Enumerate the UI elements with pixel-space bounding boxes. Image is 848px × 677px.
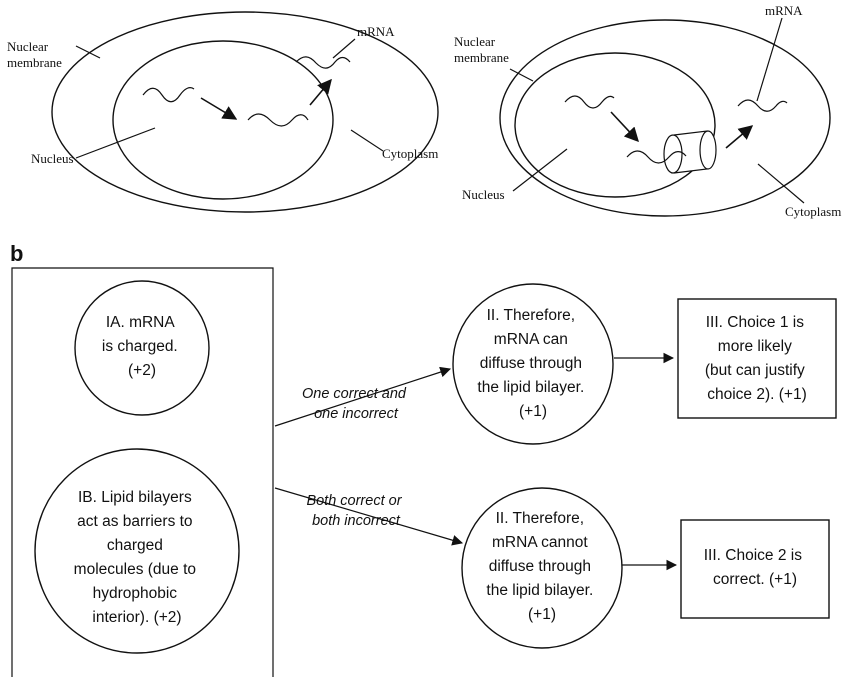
right-arrow-to-pore <box>610 111 639 143</box>
left-mrna-inside-nucleus <box>142 87 195 103</box>
node-iii-lower-text: III. Choice 2 is correct. (+1) <box>704 547 807 588</box>
branch-label-upper: One correct and one incorrect <box>302 386 410 422</box>
right-nuclear-membrane-label: Nuclear membrane <box>454 34 509 65</box>
left-nuclear-membrane-label: Nuclear membrane <box>7 39 62 70</box>
node-ii-upper-text: II. Therefore, mRNA can diffuse through … <box>477 307 588 420</box>
premises-container <box>11 267 274 677</box>
right-nuclear-membrane-leader <box>509 68 534 82</box>
left-nucleus-leader <box>75 127 156 159</box>
nuclear-pore-outer-rim <box>699 130 717 170</box>
panel-b-letter: b <box>10 241 23 266</box>
left-cytoplasm-leader <box>350 129 384 152</box>
right-mrna-label: mRNA <box>765 3 803 18</box>
left-arrow-to-cytoplasm <box>309 78 332 106</box>
branch-arrow-lower <box>274 487 464 546</box>
node-iii-upper-box <box>677 298 837 419</box>
right-mrna-leader <box>756 17 783 102</box>
right-mrna-in-cytoplasm <box>737 99 788 112</box>
right-nucleus-label: Nucleus <box>462 187 505 202</box>
left-cytoplasm-label: Cytoplasm <box>382 146 438 161</box>
node-ib-text: IB. Lipid bilayers act as barriers to ch… <box>74 489 201 626</box>
node-iii-upper-text: III. Choice 1 is more likely (but can ju… <box>705 314 809 403</box>
right-mrna-inside-nucleus <box>564 95 615 109</box>
left-mrna-in-cytoplasm <box>295 56 351 69</box>
node-ii-lower-text: II. Therefore, mRNA cannot diffuse throu… <box>486 510 597 623</box>
right-nucleus-leader <box>512 148 568 192</box>
node-iii-lower-box <box>680 519 830 619</box>
left-nuclear-membrane-leader <box>75 45 101 59</box>
left-nucleus <box>112 40 334 200</box>
node-ib-circle <box>34 448 240 654</box>
left-mrna-label: mRNA <box>357 24 395 39</box>
right-cytoplasm-leader <box>757 163 805 204</box>
node-ia-circle <box>74 280 210 416</box>
branch-label-lower: Both correct or both incorrect <box>306 493 405 529</box>
node-ii-lower-circle <box>461 487 623 649</box>
left-mrna-leader <box>332 38 356 59</box>
right-mrna-through-pore <box>626 150 687 164</box>
node-ia-text: IA. mRNA is charged. (+2) <box>102 314 182 379</box>
right-cell-diagram: Nuclear membrane mRNA Nucleus Cytoplasm <box>454 3 841 219</box>
node-ii-upper-circle <box>452 283 614 445</box>
left-cell-diagram: Nuclear membrane mRNA Nucleus Cytoplasm <box>7 11 439 213</box>
branch-arrow-upper <box>274 366 452 427</box>
left-nucleus-label: Nucleus <box>31 151 74 166</box>
right-cytoplasm-label: Cytoplasm <box>785 204 841 219</box>
left-arrow-to-membrane <box>200 97 238 120</box>
left-mrna-crossing-membrane <box>247 113 309 127</box>
right-arrow-to-cytoplasm <box>725 125 754 149</box>
panel-b-flowchart: b IA. mRNA is charged. (+2) IB. Lipid bi… <box>10 241 837 677</box>
right-nucleus <box>514 52 716 198</box>
